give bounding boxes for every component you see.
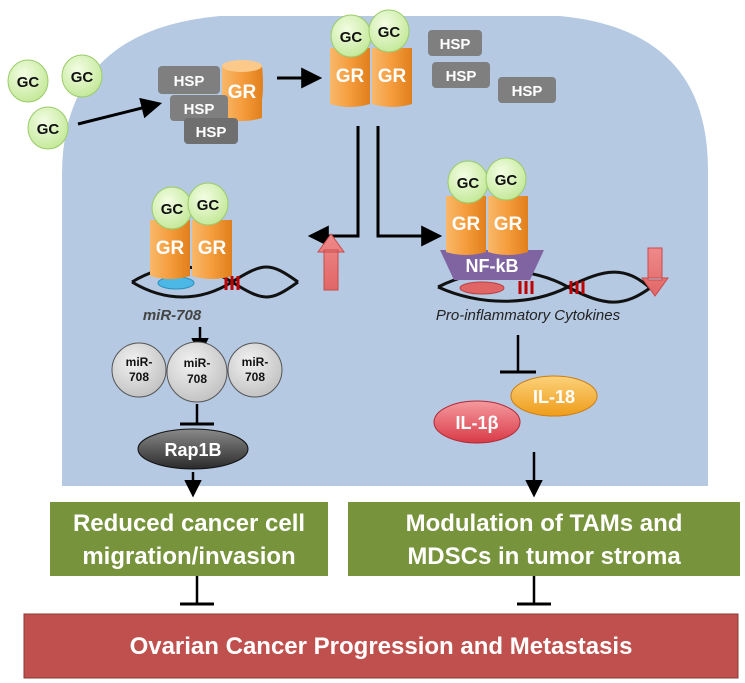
svg-text:GR: GR [494,214,523,235]
svg-text:GR: GR [452,214,481,235]
svg-text:HSP: HSP [174,73,205,90]
left-outcome-box: Reduced cancer cell migration/invasion [50,502,328,576]
svg-text:GR: GR [378,66,407,87]
gr-dimer-left: GR GR [150,220,232,279]
il1b-node: IL-1β [433,400,521,444]
svg-text:GC: GC [161,201,184,218]
gc-bound-right-2: GC [485,157,527,201]
svg-text:GC: GC [340,29,363,46]
svg-text:Modulation of TAMs and: Modulation of TAMs and [406,510,683,537]
svg-text:HSP: HSP [446,68,477,85]
svg-text:708: 708 [245,370,265,384]
svg-text:GC: GC [17,74,40,91]
svg-text:GC: GC [457,175,480,192]
svg-text:GC: GC [495,172,518,189]
bottom-outcome-box: Ovarian Cancer Progression and Metastasi… [23,613,739,679]
svg-text:miR-: miR- [184,356,211,370]
svg-text:migration/invasion: migration/invasion [82,543,295,570]
svg-text:GR: GR [336,66,365,87]
svg-text:miR-: miR- [242,355,269,369]
arrow-split-left [307,126,360,247]
il18-node: IL-18 [510,375,598,417]
svg-text:HSP: HSP [440,36,471,53]
svg-text:708: 708 [129,370,149,384]
gr-dimer-right: GR GR [446,196,528,255]
arrow-split-right [376,126,443,247]
svg-text:GC: GC [37,121,60,138]
gr-dimer-top: GR GR [330,48,412,107]
mir-circle-3: miR- 708 [227,342,283,398]
svg-text:708: 708 [187,372,207,386]
svg-text:NF-kB: NF-kB [466,256,519,276]
hsp-free-2: HSP [432,62,490,88]
svg-text:IL-18: IL-18 [533,387,575,407]
mir-708-label: miR-708 [143,307,202,324]
svg-text:Reduced cancer cell: Reduced cancer cell [73,510,305,537]
svg-text:GR: GR [198,238,227,259]
rap1b-node: Rap1B [137,428,249,470]
svg-text:miR-: miR- [126,355,153,369]
hsp-chip-3: HSP [184,118,238,144]
gc-bound-left-2: GC [187,182,229,226]
gc-free-2: GC [61,54,103,98]
nfkb-node: NF-kB [440,250,544,280]
cytokines-label: Pro-inflammatory Cytokines [436,307,621,324]
svg-text:GR: GR [156,238,185,259]
gc-free-3: GC [27,106,69,150]
svg-text:GC: GC [197,197,220,214]
mir-circle-2: miR- 708 [166,341,228,403]
gc-bound-top-2: GC [368,9,410,53]
svg-text:Ovarian Cancer Progression and: Ovarian Cancer Progression and Metastasi… [130,633,633,660]
hsp-free-1: HSP [428,30,482,56]
right-outcome-box: Modulation of TAMs and MDSCs in tumor st… [348,502,740,576]
gc-bound-right-1: GC [447,160,489,204]
gc-bound-left-1: GC [151,186,193,230]
svg-text:IL-1β: IL-1β [456,413,499,433]
gc-bound-top-1: GC [330,14,372,58]
svg-text:MDSCs in tumor stroma: MDSCs in tumor stroma [407,543,681,570]
hsp-chip-2: HSP [170,95,228,121]
up-arrow-icon [317,233,345,291]
svg-text:Rap1B: Rap1B [164,440,221,460]
svg-text:GC: GC [71,69,94,86]
svg-text:HSP: HSP [512,83,543,100]
hsp-free-3: HSP [498,77,556,103]
svg-text:HSP: HSP [196,124,227,141]
gc-free-1: GC [7,59,49,103]
hsp-chip-1: HSP [158,66,220,94]
mir-circle-1: miR- 708 [111,342,167,398]
arrow-gc-to-complex [77,97,163,126]
svg-text:GR: GR [228,82,257,103]
gr-unbound: GR [222,60,263,121]
down-arrow-icon [641,247,669,297]
svg-text:HSP: HSP [184,101,215,118]
svg-text:GC: GC [378,24,401,41]
